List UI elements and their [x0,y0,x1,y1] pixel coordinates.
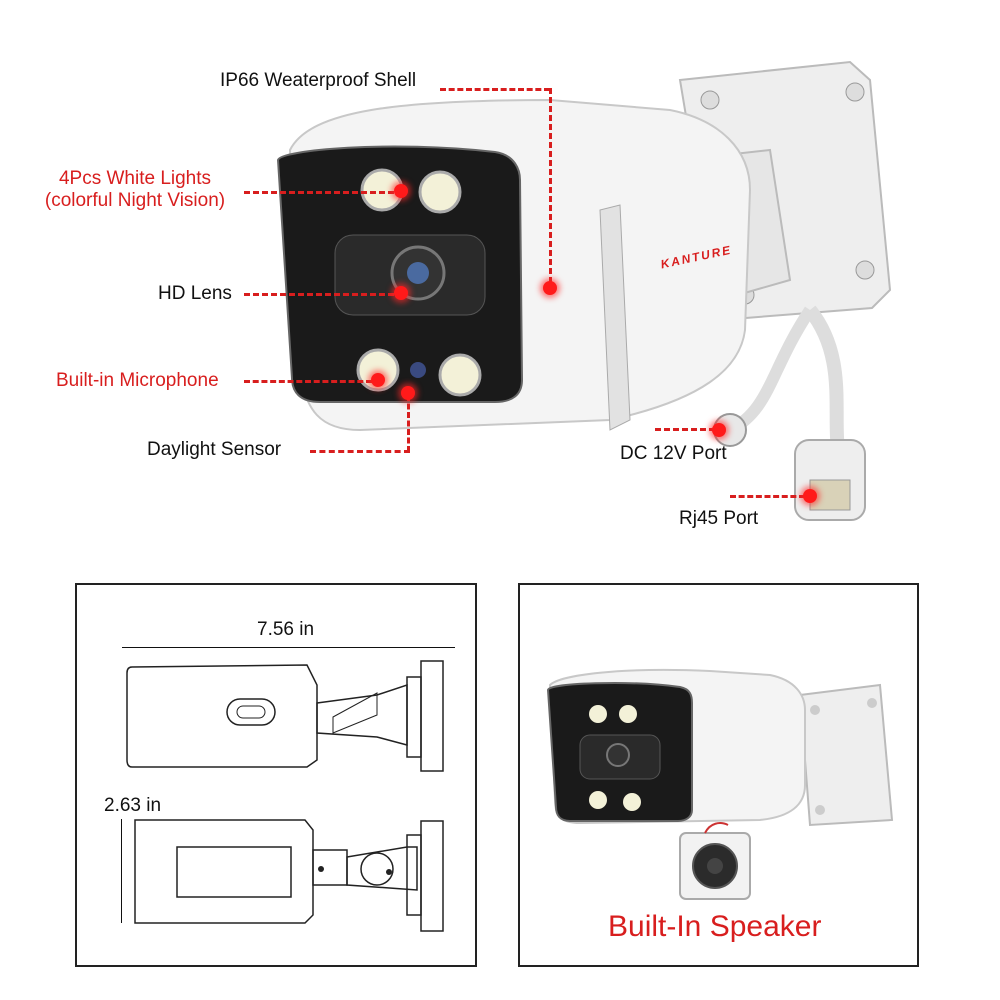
callout-mic-dot [371,373,385,387]
callout-mic-label: Built-in Microphone [56,370,219,391]
callout-lights-dot [394,184,408,198]
callout-shell-leader-vertical [549,88,552,283]
line-drawing [126,660,444,932]
callout-rj45-dot [803,489,817,503]
callout-mic-leader [244,380,372,383]
callout-lens-label: HD Lens [158,283,232,304]
callout-rj45-label: Rj45 Port [679,508,759,529]
callout-lights-leader [244,191,394,194]
dimension-length-label: 7.56 in [257,619,315,640]
callout-lights-line1: 4Pcs White Lights [58,168,212,189]
callout-lens-leader [244,293,394,296]
callout-sensor-leader [310,450,410,453]
callout-shell-dot [543,281,557,295]
camera-illustration [250,40,950,560]
callout-sensor-label: Daylight Sensor [147,439,282,460]
callout-dc-dot [712,423,726,437]
speaker-caption: Built-In Speaker [608,910,822,943]
callout-rj45-leader [730,495,805,498]
callout-dc-leader [655,428,715,431]
callout-dc-label: DC 12V Port [620,443,727,464]
dimension-height-line [121,819,122,923]
speaker-panel: Built-In Speaker [518,583,919,967]
dimension-length-line [122,647,455,648]
callout-shell-leader [440,88,550,91]
callout-sensor-dot [401,386,415,400]
callout-shell-label: IP66 Weaterproof Shell [220,70,417,91]
callout-lights-line2: (colorful Night Vision) [44,190,226,211]
dimensions-panel: 7.56 in 2.63 in [75,583,477,967]
speaker-camera-drawing [546,668,894,900]
callout-sensor-leader-vertical [407,395,410,452]
callout-lens-dot [394,286,408,300]
callout-lights-label: 4Pcs White Lights (colorful Night Vision… [35,168,235,212]
dimension-height-label: 2.63 in [104,795,162,816]
camera-drawing [276,60,892,521]
